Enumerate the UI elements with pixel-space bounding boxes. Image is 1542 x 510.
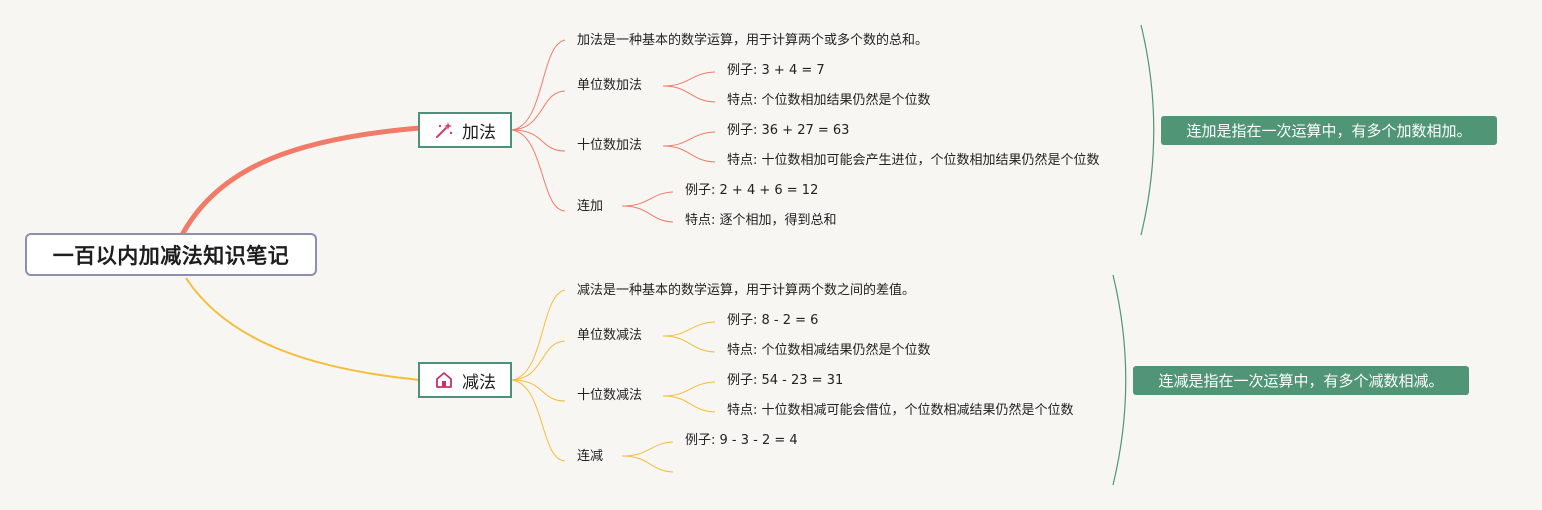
sub-connectors (511, 289, 716, 473)
connector-root-add (179, 125, 423, 238)
root-title: 一百以内加减法知识笔记 (52, 243, 290, 268)
summary-addition[interactable]: 连加是指在一次运算中，有多个加数相加。 (1161, 116, 1497, 145)
root-topic[interactable]: 一百以内加减法知识笔记 (25, 233, 317, 276)
summary-bracket-add (1140, 24, 1155, 236)
sub-topic-chain[interactable]: 连减 (577, 449, 604, 464)
sub-tens-example: 例子: 54 - 23 = 31 (727, 373, 844, 388)
home-icon (434, 370, 454, 390)
sub-single-feature: 特点: 个位数相减结果仍然是个位数 (727, 343, 931, 358)
connector-root-sub (185, 277, 421, 381)
add-chain-feature: 特点: 逐个相加，得到总和 (685, 213, 837, 228)
add-chain-example: 例子: 2 + 4 + 6 = 12 (685, 183, 819, 198)
sub-topic-tens[interactable]: 十位数减法 (577, 388, 643, 403)
sub-chain-example: 例子: 9 - 3 - 2 = 4 (685, 433, 798, 448)
sub-definition: 减法是一种基本的数学运算，用于计算两个数之间的差值。 (577, 283, 916, 298)
summary-addition-text: 连加是指在一次运算中，有多个加数相加。 (1186, 122, 1472, 140)
branch-subtraction[interactable]: 减法 (418, 362, 512, 398)
branch-subtraction-label: 减法 (462, 372, 496, 393)
sub-topic-single-digit[interactable]: 单位数减法 (577, 328, 643, 343)
add-topic-tens[interactable]: 十位数加法 (577, 138, 643, 153)
add-connectors (511, 39, 716, 223)
add-topic-chain[interactable]: 连加 (577, 199, 604, 214)
summary-bracket-sub (1112, 274, 1127, 486)
add-definition: 加法是一种基本的数学运算，用于计算两个或多个数的总和。 (577, 33, 929, 48)
add-topic-single-digit[interactable]: 单位数加法 (577, 78, 643, 93)
branch-addition[interactable]: 加法 (418, 112, 512, 148)
add-tens-example: 例子: 36 + 27 = 63 (727, 123, 850, 138)
add-single-example: 例子: 3 + 4 = 7 (727, 63, 825, 78)
sub-single-example: 例子: 8 - 2 = 6 (727, 313, 819, 328)
magic-wand-icon (434, 120, 454, 140)
add-single-feature: 特点: 个位数相加结果仍然是个位数 (727, 93, 931, 108)
add-tens-feature: 特点: 十位数相加可能会产生进位，个位数相加结果仍然是个位数 (727, 153, 1100, 168)
sub-tens-feature: 特点: 十位数相减可能会借位，个位数相减结果仍然是个位数 (727, 403, 1074, 418)
summary-subtraction-text: 连减是指在一次运算中，有多个减数相减。 (1158, 372, 1444, 390)
branch-addition-label: 加法 (462, 122, 496, 143)
summary-subtraction[interactable]: 连减是指在一次运算中，有多个减数相减。 (1133, 366, 1469, 395)
